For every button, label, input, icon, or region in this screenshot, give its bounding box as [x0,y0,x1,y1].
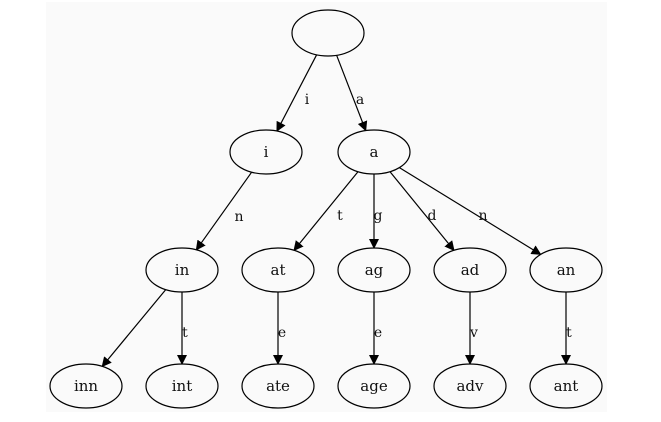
node-label-age: age [360,377,388,395]
node-root [291,9,365,57]
edge-label-a-ag: g [374,208,383,224]
node-ate: ate [241,363,315,409]
node-in: in [145,247,219,293]
node-label-ag: ag [365,261,384,279]
edge-label-root-a: a [356,92,364,108]
node-int: int [145,363,219,409]
node-ellipse-ad [433,247,507,293]
node-label-an: an [557,261,576,279]
node-ellipse-ag [337,247,411,293]
edge-label-i-in: n [234,209,243,225]
edge-label-ag-age: e [374,325,382,341]
node-ellipse-adv [433,363,507,409]
node-label-ad: ad [461,261,480,279]
edge-in-inn [101,289,167,368]
edge-a-at [293,171,359,252]
node-adv: adv [433,363,507,409]
node-ellipse-age [337,363,411,409]
node-an: an [529,247,603,293]
edge-label-a-ad: d [428,208,437,224]
node-label-inn: inn [74,377,98,395]
node-ad: ad [433,247,507,293]
node-ellipse-an [529,247,603,293]
node-ellipse-at [241,247,315,293]
edge-label-in-int: t [182,325,188,341]
node-ellipse-a [337,129,411,175]
edge-root-i [276,54,318,132]
node-ellipse-root [291,9,365,57]
edge-label-at-ate: e [278,325,286,341]
edge-a-an [399,167,542,255]
edge-label-a-an: n [478,208,487,224]
edge-label-an-ant: t [566,325,572,341]
node-ag: ag [337,247,411,293]
edge-i-in [195,171,253,251]
edge-root-a [336,55,368,132]
node-label-ate: ate [266,377,290,395]
node-ellipse-in [145,247,219,293]
node-at: at [241,247,315,293]
node-ant: ant [529,363,603,409]
edge-label-ad-adv: v [469,325,478,341]
node-age: age [337,363,411,409]
edge-label-a-at: t [337,208,343,224]
node-i: i [229,129,303,175]
node-label-in: in [175,261,190,279]
node-label-adv: adv [456,377,484,395]
node-label-at: at [271,261,286,279]
node-ellipse-inn [49,363,123,409]
edge-label-root-i: i [305,92,310,108]
node-ellipse-int [145,363,219,409]
node-inn: inn [49,363,123,409]
node-ellipse-ate [241,363,315,409]
node-ellipse-ant [529,363,603,409]
diagram-canvas [46,2,607,412]
node-ellipse-i [229,129,303,175]
node-label-a: a [370,143,379,161]
node-label-int: int [172,377,193,395]
node-label-i: i [264,143,269,161]
edge-a-ad [389,171,455,252]
node-label-ant: ant [554,377,579,395]
node-a: a [337,129,411,175]
